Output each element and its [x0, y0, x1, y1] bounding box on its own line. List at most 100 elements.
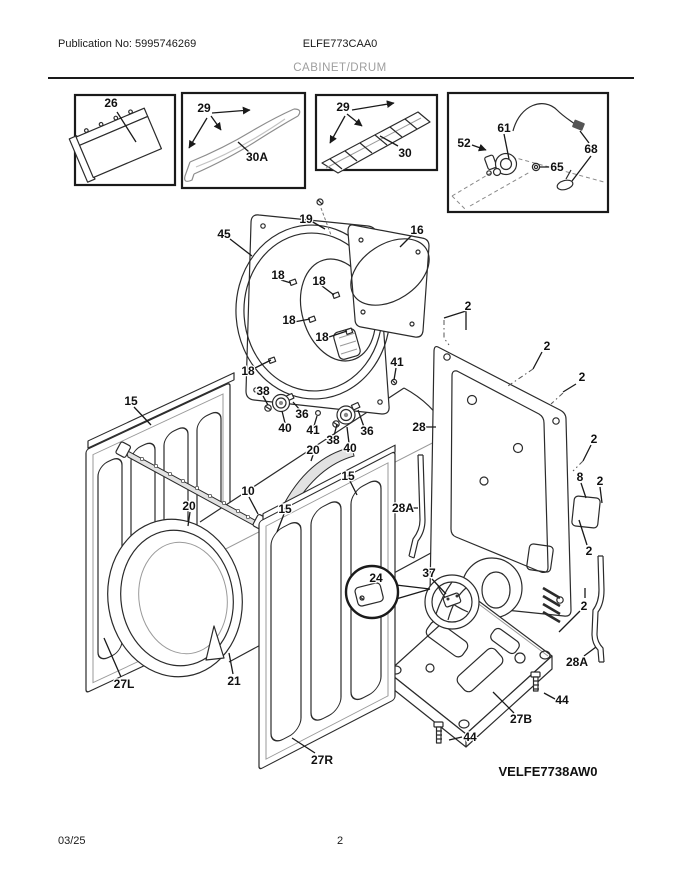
grommet: [556, 169, 574, 191]
section-title: CABINET/DRUM: [293, 62, 387, 74]
nut-65: [531, 162, 541, 172]
callout-label-27b: 27B: [510, 712, 532, 726]
louver-field: [450, 370, 549, 574]
bearing-rail: [115, 441, 270, 533]
callout-label-27r: 27R: [311, 753, 333, 767]
arrow-29d: [351, 100, 395, 111]
arrow-29f: [329, 115, 346, 144]
drum-baffle: [205, 625, 225, 661]
arrow-29e: [346, 113, 363, 127]
callout-label-2: 2: [597, 474, 604, 488]
heater-housing: [347, 224, 430, 338]
callout-label-27l: 27L: [114, 677, 135, 691]
callout-label-37: 37: [422, 566, 436, 580]
callout-label-65: 65: [550, 160, 564, 174]
cabinet-context-dashed: [451, 157, 605, 211]
bracket-plate-8: [571, 495, 601, 529]
motor-assembly: [484, 152, 518, 177]
trim-strip-left: [408, 454, 426, 559]
callout-labels: 26 29 30A 29 30 52 61 65 68 45 19 16 18 18 18 18 18 41 38 3…: [103, 95, 605, 769]
callout-label-36: 36: [295, 407, 309, 421]
callout-label-28: 28: [412, 420, 426, 434]
rear-panel: [429, 345, 572, 617]
callout-label-44: 44: [463, 730, 477, 744]
callout-label-68: 68: [584, 142, 598, 156]
wire-harness: [512, 103, 577, 132]
callout-label-2: 2: [544, 339, 551, 353]
callout-label-20: 20: [306, 443, 320, 457]
screw-19: [316, 198, 332, 236]
wire-connector: [572, 119, 585, 131]
callout-label-19: 19: [299, 212, 313, 226]
dash-dot-leaders: [443, 320, 584, 472]
callout-label-2: 2: [591, 432, 598, 446]
arrow-29a: [211, 106, 251, 115]
inset-box-lint-filter: [68, 93, 177, 187]
seal-clips-18: [267, 278, 354, 364]
callout-label-41: 41: [390, 355, 404, 369]
leader-lines: [103, 111, 603, 754]
screw-41-top: [390, 378, 398, 386]
callout-label-20: 20: [182, 499, 196, 513]
callout-label-28a: 28A: [566, 655, 588, 669]
model-number: ELFE773CAA0: [302, 38, 378, 50]
callout-label-44: 44: [555, 693, 569, 707]
impeller-wheel: [424, 574, 480, 630]
callout-label-40: 40: [343, 441, 357, 455]
grille-art: [321, 111, 431, 174]
chevron-vents: [542, 586, 561, 624]
callout-label-18: 18: [282, 313, 296, 327]
drum-roller-right: [315, 401, 361, 428]
publication-number: Publication No: 5995746269: [58, 38, 197, 50]
callout-label-2: 2: [579, 370, 586, 384]
callout-label-2: 2: [581, 599, 588, 613]
callout-label-24: 24: [369, 571, 383, 585]
callout-label-26: 26: [104, 96, 118, 110]
callout-label-36: 36: [360, 424, 374, 438]
top-rail-left: [87, 372, 235, 449]
callout-label-28a: 28A: [392, 501, 414, 515]
callout-label-38: 38: [326, 433, 340, 447]
handle-art: [184, 108, 301, 182]
callout-label-29: 29: [336, 100, 350, 114]
callout-label-30: 30: [398, 146, 412, 160]
callout-label-29: 29: [197, 101, 211, 115]
callout-label-45: 45: [217, 227, 231, 241]
callout-label-15: 15: [124, 394, 138, 408]
callout-label-30a: 30A: [246, 150, 268, 164]
inset-box-motor-harness: [446, 91, 610, 214]
callout-label-41: 41: [306, 423, 320, 437]
callout-label-10: 10: [241, 484, 255, 498]
callout-label-8: 8: [577, 470, 584, 484]
callout-label-61: 61: [497, 121, 511, 135]
header-rule: [48, 77, 634, 79]
callout-label-15: 15: [341, 469, 355, 483]
callout-label-2: 2: [586, 544, 593, 558]
detail-callout-24: [344, 564, 431, 620]
callout-label-18: 18: [271, 268, 285, 282]
arrow-29c: [188, 117, 208, 149]
callout-label-16: 16: [410, 223, 424, 237]
arrow-29b: [210, 115, 222, 131]
callout-label-15: 15: [278, 502, 292, 516]
arrow-52: [471, 143, 487, 152]
callout-label-21: 21: [227, 674, 241, 688]
right-side-panel: [258, 444, 396, 770]
callout-label-18: 18: [241, 364, 255, 378]
footer-page-number: 2: [336, 835, 344, 847]
diagram-code: VELFE7738AW0: [499, 764, 598, 779]
lint-filter-art: [68, 107, 162, 183]
trim-strip-right: [591, 555, 605, 663]
inset-box-grille: [314, 93, 439, 174]
footer-date: 03/25: [58, 835, 86, 847]
leveling-leg-right: [530, 671, 541, 692]
callout-label-18: 18: [315, 330, 329, 344]
callout-label-18: 18: [312, 274, 326, 288]
callout-label-38: 38: [256, 384, 270, 398]
callout-label-2: 2: [465, 299, 472, 313]
drum-roller-left: [264, 392, 295, 413]
callout-label-52: 52: [457, 136, 471, 150]
leveling-leg-front: [433, 721, 444, 744]
